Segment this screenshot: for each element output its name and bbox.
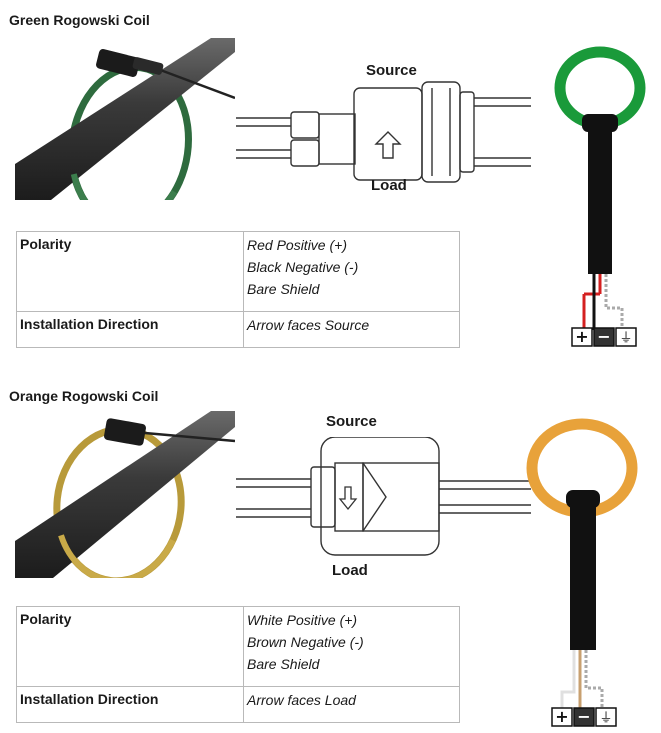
direction-value: Arrow faces Source — [243, 311, 460, 348]
polarity-shield: Bare Shield — [247, 656, 320, 672]
orange-connector-diagram — [236, 437, 531, 556]
ground-terminal-icon: ⏚ — [599, 711, 612, 726]
up-arrow-icon — [374, 131, 402, 159]
polarity-values: Red Positive (+) Black Negative (-) Bare… — [243, 231, 460, 312]
orange-coil-on-cable-photo — [15, 411, 235, 578]
polarity-negative: Black Negative (-) — [247, 259, 359, 275]
polarity-shield: Bare Shield — [247, 281, 320, 297]
green-connector-diagram — [236, 81, 531, 183]
plus-terminal-icon: + — [575, 327, 588, 346]
table-row: Installation Direction Arrow faces Sourc… — [16, 311, 460, 348]
polarity-negative: Brown Negative (-) — [247, 634, 364, 650]
table-row: Installation Direction Arrow faces Load — [16, 686, 460, 723]
green-wiring-sketch: + − ⏚ — [554, 46, 646, 347]
green-spec-table: Polarity Red Positive (+) Black Negative… — [16, 231, 460, 348]
orange-wiring-sketch: + − ⏚ — [526, 418, 638, 727]
polarity-values: White Positive (+) Brown Negative (-) Ba… — [243, 606, 460, 687]
plus-terminal-icon: + — [555, 707, 568, 726]
down-arrow-icon — [338, 486, 358, 511]
green-coil-on-cable-photo — [15, 38, 235, 200]
direction-label: Installation Direction — [16, 311, 244, 348]
polarity-label: Polarity — [16, 231, 244, 312]
direction-value: Arrow faces Load — [243, 686, 460, 723]
orange-spec-table: Polarity White Positive (+) Brown Negati… — [16, 606, 460, 723]
green-section-title: Green Rogowski Coil — [9, 12, 150, 28]
minus-terminal-icon: − — [577, 707, 590, 726]
polarity-label: Polarity — [16, 606, 244, 687]
orange-source-label: Source — [326, 413, 377, 430]
minus-terminal-icon: − — [597, 327, 610, 346]
polarity-positive: Red Positive (+) — [247, 237, 347, 253]
direction-label: Installation Direction — [16, 686, 244, 723]
table-row: Polarity Red Positive (+) Black Negative… — [16, 231, 460, 312]
table-row: Polarity White Positive (+) Brown Negati… — [16, 606, 460, 687]
ground-terminal-icon: ⏚ — [619, 331, 632, 346]
green-load-label: Load — [371, 177, 407, 194]
orange-load-label: Load — [332, 562, 368, 579]
polarity-positive: White Positive (+) — [247, 612, 358, 628]
orange-section-title: Orange Rogowski Coil — [9, 388, 159, 404]
green-source-label: Source — [366, 62, 417, 79]
